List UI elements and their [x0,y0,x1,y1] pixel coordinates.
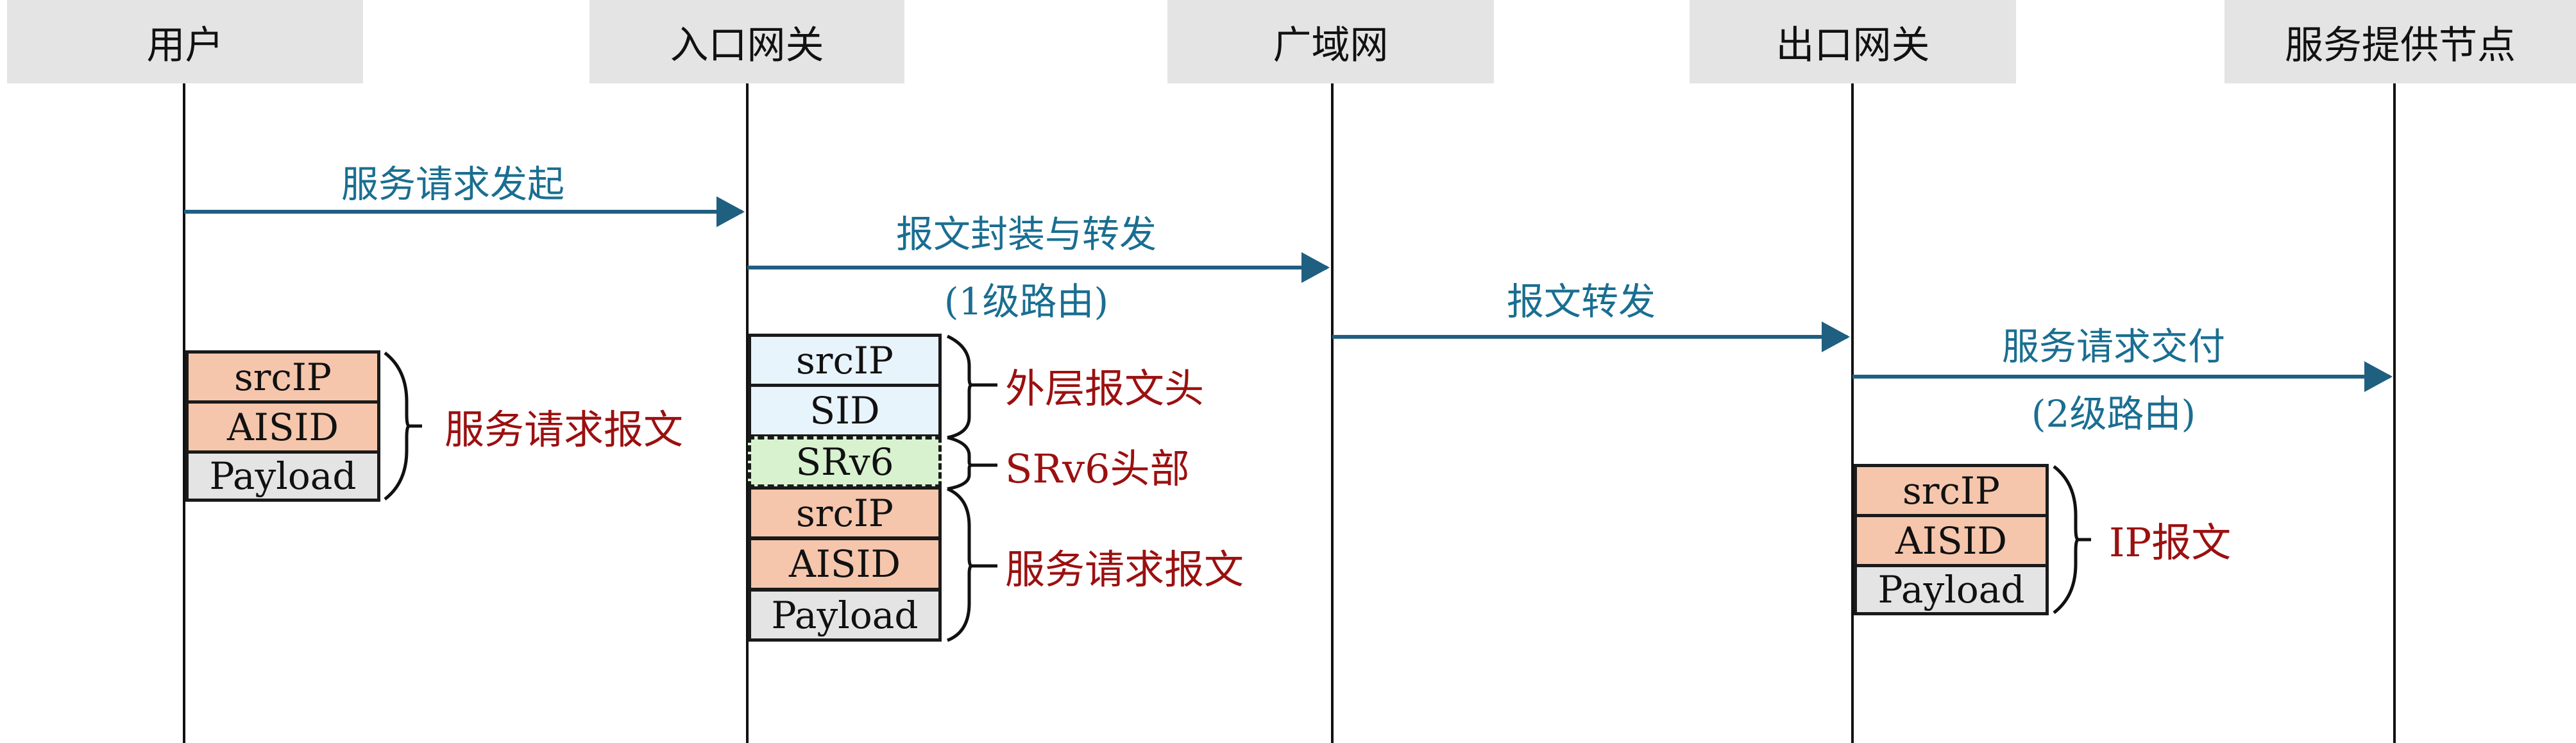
brace-label: 服务请求报文 [445,406,684,453]
message-label: 报文转发 [1506,280,1656,323]
arrow-head-icon [1822,321,1850,352]
packet-field: AISID [185,400,380,454]
actor-label: 服务提供节点 [2285,22,2516,68]
packet-field: AISID [748,537,942,591]
packet-field: srcIP [185,350,380,404]
packet-field: srcIP [748,486,942,540]
arrow-head-icon [2364,361,2393,392]
lifeline-wan [1331,83,1334,743]
message-label: 报文封装与转发 [895,212,1157,256]
actor-wan: 广域网 [1167,0,1494,83]
lifeline-service-node [2393,83,2396,743]
brace-icon [946,334,997,642]
packet-field: SID [748,384,942,438]
brace-icon [2053,465,2091,614]
packet-field: SRv6 [748,436,942,488]
message-label: 服务请求交付 [2001,325,2226,368]
message-arrow [1852,361,2393,392]
packet-field: AISID [1854,514,2049,567]
actor-egress-gateway: 出口网关 [1690,0,2016,83]
lifeline-user [183,83,185,743]
actor-label: 出口网关 [1775,22,1930,68]
actor-user: 用户 [7,0,363,83]
message-arrow [184,196,745,227]
packet-field: srcIP [748,334,942,387]
lifeline-egress-gateway [1851,83,1854,743]
packet-user: srcIP AISID Payload [185,350,380,502]
brace-label: 外层报文头 [1005,365,1205,412]
packet-ingress: srcIP SID SRv6 srcIP AISID Payload [748,334,942,642]
message-arrow [747,252,1330,283]
lifeline-ingress-gateway [746,83,749,743]
message-label: 服务请求发起 [341,162,565,206]
packet-field: srcIP [1854,464,2049,517]
actor-label: 广域网 [1273,22,1389,68]
brace-icon [384,352,422,500]
packet-field: Payload [1854,564,2049,615]
message-arrow [1332,321,1850,352]
brace-label: SRv6头部 [1005,445,1190,492]
brace-label: IP报文 [2109,519,2232,566]
actor-service-node: 服务提供节点 [2224,0,2576,83]
packet-field: Payload [748,588,942,642]
message-sublabel: (2级路由) [2031,392,2196,436]
brace-label: 服务请求报文 [1005,546,1244,593]
actor-label: 用户 [146,22,224,68]
actor-ingress-gateway: 入口网关 [589,0,904,83]
arrow-head-icon [716,196,745,227]
arrow-head-icon [1301,252,1330,283]
actor-label: 入口网关 [670,22,824,68]
packet-field: Payload [185,450,380,502]
message-sublabel: (1级路由) [944,280,1109,323]
packet-egress: srcIP AISID Payload [1854,464,2049,615]
